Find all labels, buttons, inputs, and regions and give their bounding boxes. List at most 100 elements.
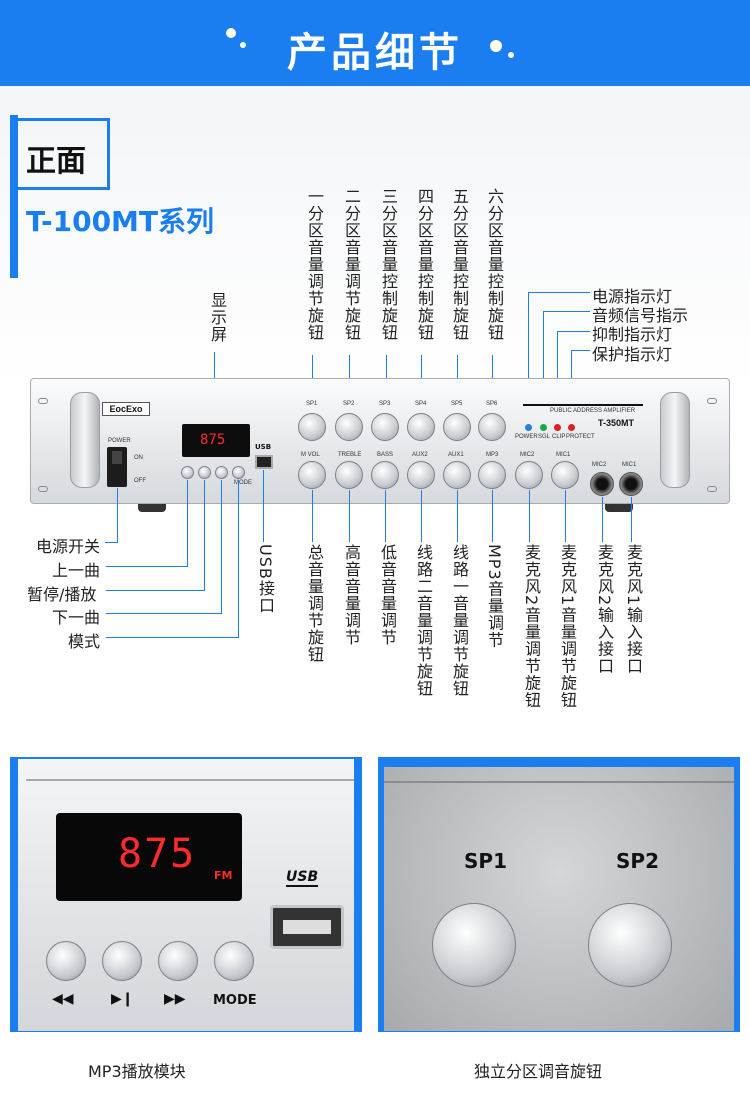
treble-label: TREBLE xyxy=(338,452,362,458)
sp2-closeup-knob[interactable] xyxy=(588,903,672,987)
callout-line xyxy=(106,566,188,567)
prev-track-callout: 上一曲 xyxy=(52,561,101,580)
dot-decoration xyxy=(508,52,514,58)
callout-line xyxy=(571,350,572,400)
play-pause-icon: ▶❙ xyxy=(111,991,134,1007)
sp6-knob[interactable] xyxy=(478,413,506,441)
closeup-mode-label: MODE xyxy=(213,993,257,1008)
model-label: T-350MT xyxy=(598,418,635,428)
aux1-callout: 线路一音量调节旋钮 xyxy=(450,544,469,697)
bass-knob[interactable] xyxy=(371,461,399,489)
play-pause-callout: 暂停/播放 xyxy=(27,585,97,604)
next-track-button[interactable] xyxy=(215,466,228,479)
rack-hole xyxy=(38,398,48,404)
protect-led-label: PROTECT xyxy=(566,434,595,440)
sp2-knob[interactable] xyxy=(335,413,363,441)
mic1-jack-label: MIC1 xyxy=(622,462,637,468)
display-callout-label: 显示屏 xyxy=(208,292,227,343)
pa-text: PUBLIC ADDRESS AMPLIFIER xyxy=(550,408,636,414)
mvol-label: M VOL xyxy=(301,452,320,458)
mic1-volume-knob[interactable] xyxy=(551,461,579,489)
callout-line xyxy=(543,311,544,400)
sp2-label: SP2 xyxy=(343,401,355,407)
mic2-jack-label: MIC2 xyxy=(592,462,607,468)
closeup-usb-port[interactable] xyxy=(270,905,344,949)
usb-logo: USB xyxy=(255,443,272,451)
signal-indicator-label: 音频信号指示 xyxy=(592,306,689,325)
callout-line xyxy=(385,490,386,542)
sp1-label: SP1 xyxy=(306,401,318,407)
mic1-input-jack[interactable] xyxy=(619,472,643,496)
callout-line xyxy=(571,350,590,351)
mode-button[interactable] xyxy=(232,466,245,479)
sp1-closeup-knob[interactable] xyxy=(432,903,516,987)
background-gradient xyxy=(0,86,750,386)
callout-line xyxy=(529,490,530,542)
mic2-volume-callout: 麦克风2音量调节旋钮 xyxy=(522,544,541,709)
sp3-label: SP3 xyxy=(379,401,391,407)
sp5-knob[interactable] xyxy=(443,413,471,441)
mic2-knob-label: MIC2 xyxy=(520,452,535,458)
aux2-knob[interactable] xyxy=(407,461,435,489)
mp3-knob[interactable] xyxy=(478,461,506,489)
section-title: 产品细节 xyxy=(287,30,463,76)
callout-line xyxy=(105,542,117,543)
sp4-knob[interactable] xyxy=(407,413,435,441)
callout-line xyxy=(631,497,632,542)
closeup-next-button[interactable] xyxy=(158,941,198,981)
rack-hole xyxy=(707,486,717,492)
closeup-play-pause-button[interactable] xyxy=(102,941,142,981)
master-volume-knob[interactable] xyxy=(298,461,326,489)
callout-line xyxy=(312,490,313,542)
mp3-caption: MP3播放模块 xyxy=(88,1062,186,1081)
power-switch-label: POWER xyxy=(108,438,131,444)
dot-decoration xyxy=(226,28,236,38)
aux1-knob[interactable] xyxy=(443,461,471,489)
device-foot xyxy=(138,504,166,512)
sp5-callout-label: 五分区音量控制旋钮 xyxy=(450,188,469,341)
prev-track-button[interactable] xyxy=(181,466,194,479)
treble-knob[interactable] xyxy=(335,461,363,489)
closeup-mode-button[interactable] xyxy=(214,941,254,981)
front-label: 正面 xyxy=(26,144,86,179)
sp4-label: SP4 xyxy=(415,401,427,407)
usb-callout-label: USB接口 xyxy=(256,544,275,614)
callout-line xyxy=(349,490,350,542)
rack-hole xyxy=(707,398,717,404)
play-pause-button[interactable] xyxy=(198,466,211,479)
mic2-input-jack[interactable] xyxy=(590,472,614,496)
mp3-closeup-frame: 875 FM USB ◀◀ ▶❙ ▶▶ MODE xyxy=(10,757,362,1032)
sp3-knob[interactable] xyxy=(371,413,399,441)
label-frame xyxy=(18,118,110,190)
sp1-closeup-label: SP1 xyxy=(464,849,507,873)
closeup-led-display: 875 FM xyxy=(56,813,242,901)
power-indicator-label: 电源指示灯 xyxy=(592,287,673,306)
mode-callout: 模式 xyxy=(68,632,101,651)
power-switch[interactable] xyxy=(107,447,127,487)
clip-indicator-label: 抑制指示灯 xyxy=(592,325,673,344)
mic2-jack-callout: 麦克风2输入接口 xyxy=(595,544,614,675)
clip-led-label: CLIP xyxy=(552,434,566,440)
closeup-prev-button[interactable] xyxy=(46,941,86,981)
mp3-closeup-panel: 875 FM USB ◀◀ ▶❙ ▶▶ MODE xyxy=(18,759,354,1031)
callout-line xyxy=(106,613,222,614)
rack-hole xyxy=(38,486,48,492)
knob-closeup-panel: SP1 SP2 xyxy=(384,767,734,1031)
sp1-knob[interactable] xyxy=(298,413,326,441)
power-led xyxy=(525,424,532,431)
on-label: ON xyxy=(134,455,143,461)
knob-closeup-frame: SP1 SP2 xyxy=(378,757,740,1032)
next-track-callout: 下一曲 xyxy=(52,608,101,627)
mic2-volume-knob[interactable] xyxy=(515,461,543,489)
callout-line xyxy=(602,497,603,542)
series-label: T-100MT系列 xyxy=(26,205,215,238)
panel-edge xyxy=(26,779,354,781)
callout-line xyxy=(187,480,188,567)
treble-callout: 高音音量调节 xyxy=(342,544,361,646)
callout-line xyxy=(238,480,239,638)
sp5-label: SP5 xyxy=(451,401,463,407)
accent-bar xyxy=(10,115,18,278)
usb-port[interactable] xyxy=(255,455,273,469)
device-foot xyxy=(605,504,633,512)
master-volume-callout: 总音量调节旋钮 xyxy=(305,544,324,663)
